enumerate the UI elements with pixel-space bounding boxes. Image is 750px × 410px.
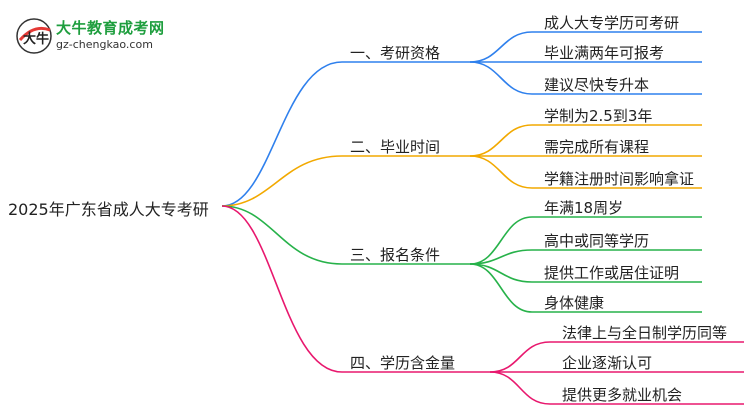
leaf-connector [469,155,533,189]
leaf-node: 毕业满两年可报考 [544,44,665,62]
leaf-node: 企业逐渐认可 [562,354,653,372]
leaf-node: 高中或同等学历 [544,232,650,250]
root-topic: 2025年广东省成人大专考研 [8,200,209,219]
branch-connector [221,155,343,207]
branch-registration-conditions: 三、报名条件 [350,246,441,264]
leaf-node: 身体健康 [544,294,605,312]
leaf-node: 需完成所有课程 [544,138,650,156]
branch-connector [221,61,343,207]
leaf-connector [469,263,533,313]
leaf-connector [469,124,533,157]
leaf-connector [469,61,533,95]
logo-title: 大牛教育成考网 [56,19,165,37]
leaf-connector [469,216,533,265]
branch-connector [221,205,343,373]
branch-connector [221,205,343,265]
logo: 大牛 大牛教育成考网 gz-chengkao.com [14,14,214,58]
leaf-connector [469,263,533,283]
leaf-node: 年满18周岁 [544,199,624,217]
logo-url: gz-chengkao.com [56,38,153,51]
leaf-node: 成人大专学历可考研 [544,14,680,32]
leaf-node: 法律上与全日制学历同等 [562,324,728,342]
branch-graduation-time: 二、毕业时间 [350,138,441,156]
logo-badge-text: 大牛 [23,31,49,47]
leaf-connector [489,341,551,373]
branch-degree-value: 四、学历含金量 [350,354,456,372]
leaf-node: 学籍注册时间影响拿证 [544,170,695,188]
leaf-connector [489,371,551,405]
leaf-connector [469,31,533,63]
leaf-node: 提供更多就业机会 [562,386,683,404]
leaf-node: 提供工作或居住证明 [544,264,680,282]
leaf-node: 建议尽快专升本 [544,76,650,94]
logo-badge-icon: 大牛 [16,18,52,54]
leaf-node: 学制为2.5到3年 [544,107,653,125]
leaf-connector [469,249,533,265]
branch-qualification: 一、考研资格 [350,44,441,62]
